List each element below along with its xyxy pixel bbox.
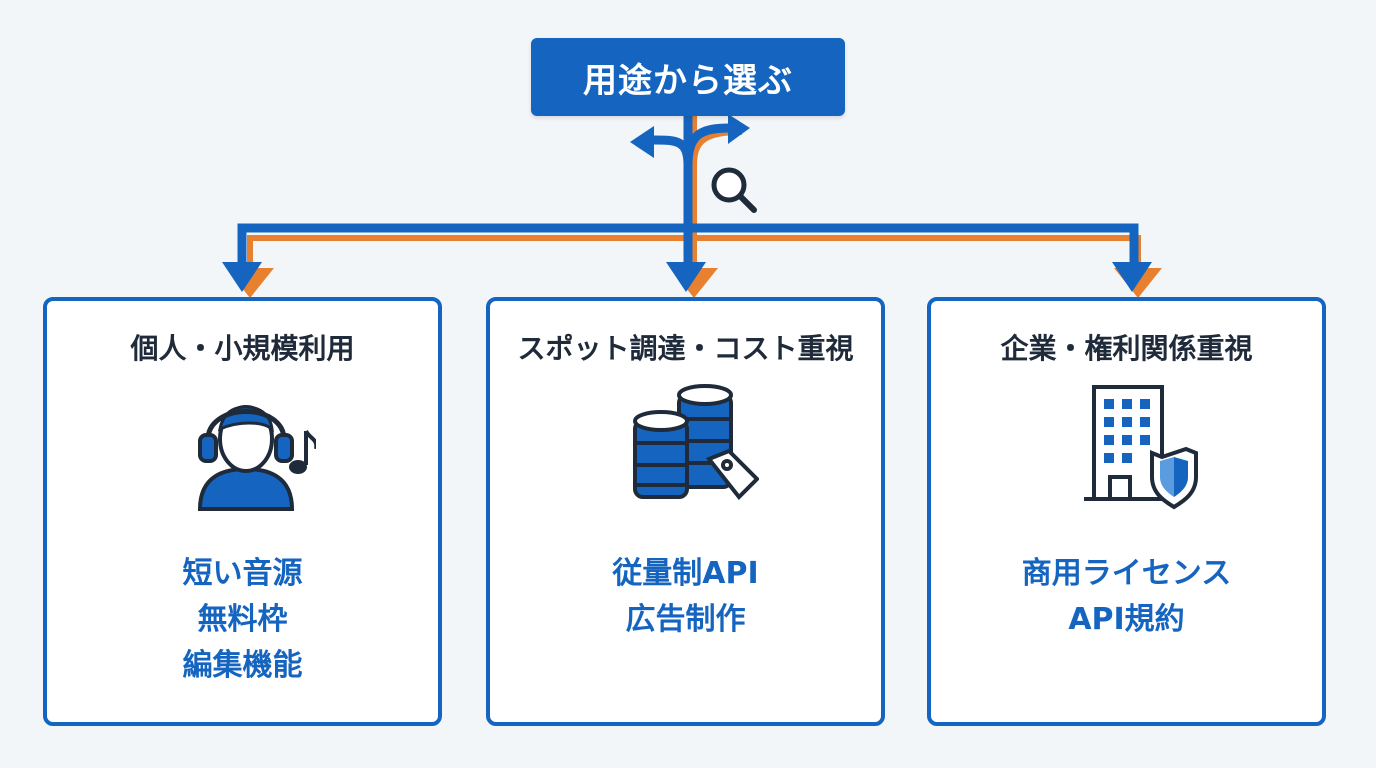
card-spot: スポット調達・コスト重視 従量制API 広告制作 <box>486 297 885 726</box>
card-enterprise: 企業・権利関係重視 商用ライセンス API規約 <box>927 297 1326 726</box>
list-item: 商用ライセンス <box>1021 556 1232 591</box>
card-items: 商用ライセンス API規約 <box>931 551 1322 643</box>
diagram-title: 用途から選ぶ <box>583 60 793 101</box>
title-box: 用途から選ぶ <box>531 38 845 116</box>
card-items: 短い音源 無料枠 編集機能 <box>47 551 438 689</box>
list-item: 従量制API <box>612 556 759 591</box>
list-item: 短い音源 <box>182 556 303 591</box>
list-item: 広告制作 <box>625 602 746 637</box>
list-item: API規約 <box>1068 602 1185 637</box>
magnifier-icon <box>711 167 757 213</box>
card-items: 従量制API 広告制作 <box>490 551 881 643</box>
coins-price-tag-icon <box>633 384 759 501</box>
list-item: 無料枠 <box>197 602 288 637</box>
card-title: スポット調達・コスト重視 <box>517 332 854 365</box>
card-title: 個人・小規模利用 <box>130 332 355 365</box>
card-personal: 個人・小規模利用 短い音源 無料枠 編集機能 <box>43 297 442 726</box>
card-title: 企業・権利関係重視 <box>1000 332 1253 365</box>
list-item: 編集機能 <box>182 648 303 683</box>
headphones-user-icon <box>197 405 316 511</box>
building-shield-icon <box>1084 385 1198 510</box>
